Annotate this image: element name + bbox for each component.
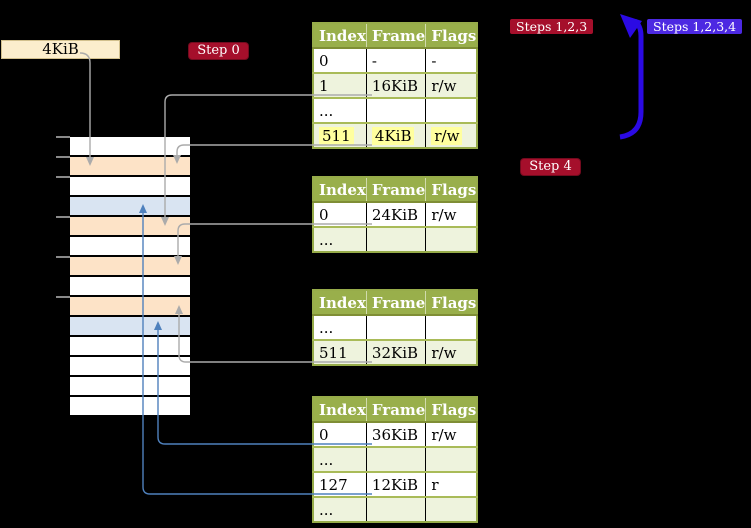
page-table-4-header-flags: Flags (425, 397, 478, 423)
memory-tick-3 (56, 216, 70, 218)
page-table-2-cell-1-0: ... (313, 227, 367, 252)
page-table-3-cell-0-1 (366, 315, 427, 341)
page-table-1-cell-2-2 (425, 98, 478, 124)
memory-tick-4 (56, 256, 70, 258)
memory-frame-row-2 (70, 177, 190, 197)
memory-frame-row-6 (70, 257, 190, 277)
steps1234-badge: Steps 1,2,3,4 (647, 19, 743, 34)
page-table-2-header-flags: Flags (425, 177, 478, 203)
page-table-4-cell-2-2: r (425, 472, 478, 498)
page-table-4-header-frame: Frame (366, 397, 427, 423)
memory-tick-0 (56, 136, 70, 138)
page-table-4-row-3: ... (313, 497, 478, 522)
highlighted-value: 511 (319, 126, 354, 145)
memory-frame-row-5 (70, 237, 190, 257)
page-table-4-cell-2-1: 12KiB (366, 472, 427, 498)
page-table-3-cell-1-1: 32KiB (366, 340, 427, 365)
page-table-3-cell-0-0: ... (313, 315, 367, 341)
memory-frame-row-1 (70, 157, 190, 177)
page-table-4-cell-0-2: r/w (425, 422, 478, 448)
page-table-2-cell-0-2: r/w (425, 202, 478, 228)
page-table-4-cell-3-0: ... (313, 497, 367, 522)
memory-tick-2 (56, 176, 70, 178)
memory-frame-row-12 (70, 377, 190, 397)
memory-frame-row-10 (70, 337, 190, 357)
page-table-4-header-index: Index (313, 397, 367, 423)
page-table-1-cell-1-1: 16KiB (366, 73, 427, 99)
page-table-1-row-3: 511 4KiB r/w (313, 123, 478, 148)
highlighted-value: r/w (431, 126, 463, 145)
page-table-3-row-0: ... (313, 315, 478, 341)
page-table-4-cell-3-1 (366, 497, 427, 522)
steps123-badge: Steps 1,2,3 (510, 19, 594, 34)
memory-frame-row-0 (70, 137, 190, 157)
page-table-1-row-2: ... (313, 98, 478, 124)
page-table-1-cell-0-0: 0 (313, 48, 367, 74)
page-table-4-row-1: ... (313, 447, 478, 473)
page-size-label: 4KiB (1, 40, 120, 59)
page-table-3-header-index: Index (313, 290, 367, 316)
page-table-1-cell-2-0: ... (313, 98, 367, 124)
page-table-2-cell-1-2 (425, 227, 478, 252)
page-table-4-cell-0-0: 0 (313, 422, 367, 448)
page-table-1-cell-0-2: - (425, 48, 478, 74)
page-table-1-cell-0-1: - (366, 48, 427, 74)
page-table-2-cell-0-0: 0 (313, 202, 367, 228)
page-table-1-cell-3-2: r/w (425, 123, 478, 148)
step4-badge: Step 4 (520, 158, 581, 176)
page-table-2-header-frame: Frame (366, 177, 427, 203)
page-table-2-header-index: Index (313, 177, 367, 203)
memory-frame-row-9 (70, 317, 190, 337)
page-table-1-cell-1-0: 1 (313, 73, 367, 99)
page-table-1-header-index: Index (313, 23, 367, 49)
page-table-1-header-frame: Frame (366, 23, 427, 49)
memory-frame-row-7 (70, 277, 190, 297)
page-table-4-cell-1-1 (366, 447, 427, 473)
memory-frame-row-11 (70, 357, 190, 377)
physical-memory-stack (70, 137, 190, 417)
step0-badge: Step 0 (188, 42, 249, 60)
page-table-4-cell-0-1: 36KiB (366, 422, 427, 448)
page-table-2-cell-0-1: 24KiB (366, 202, 427, 228)
page-table-4-cell-1-0: ... (313, 447, 367, 473)
memory-frame-row-4 (70, 217, 190, 237)
page-table-3-cell-0-2 (425, 315, 478, 341)
memory-tick-1 (56, 156, 70, 158)
page-table-4-cell-3-2 (425, 497, 478, 522)
highlighted-value: 4KiB (371, 126, 415, 145)
page-table-3-header-flags: Flags (425, 290, 478, 316)
page-table-1-cell-2-1 (366, 98, 427, 124)
memory-tick-5 (56, 296, 70, 298)
big-blue-arrow (619, 14, 644, 140)
page-table-1-cell-1-2: r/w (425, 73, 478, 99)
page-table-3-cell-1-0: 511 (313, 340, 367, 365)
page-table-4-cell-2-0: 127 (313, 472, 367, 498)
page-table-3-header-frame: Frame (366, 290, 427, 316)
memory-frame-row-3 (70, 197, 190, 217)
memory-frame-row-8 (70, 297, 190, 317)
page-table-4-cell-1-2 (425, 447, 478, 473)
memory-frame-row-13 (70, 397, 190, 417)
page-table-2-row-1: ... (313, 227, 478, 252)
page-table-1-cell-3-0: 511 (313, 123, 367, 148)
page-table-2-cell-1-1 (366, 227, 427, 252)
page-table-3-cell-1-2: r/w (425, 340, 478, 365)
page-table-1-cell-3-1: 4KiB (366, 123, 427, 148)
page-table-1-header-flags: Flags (425, 23, 478, 49)
page-table-1-row-0: 0-- (313, 48, 478, 74)
